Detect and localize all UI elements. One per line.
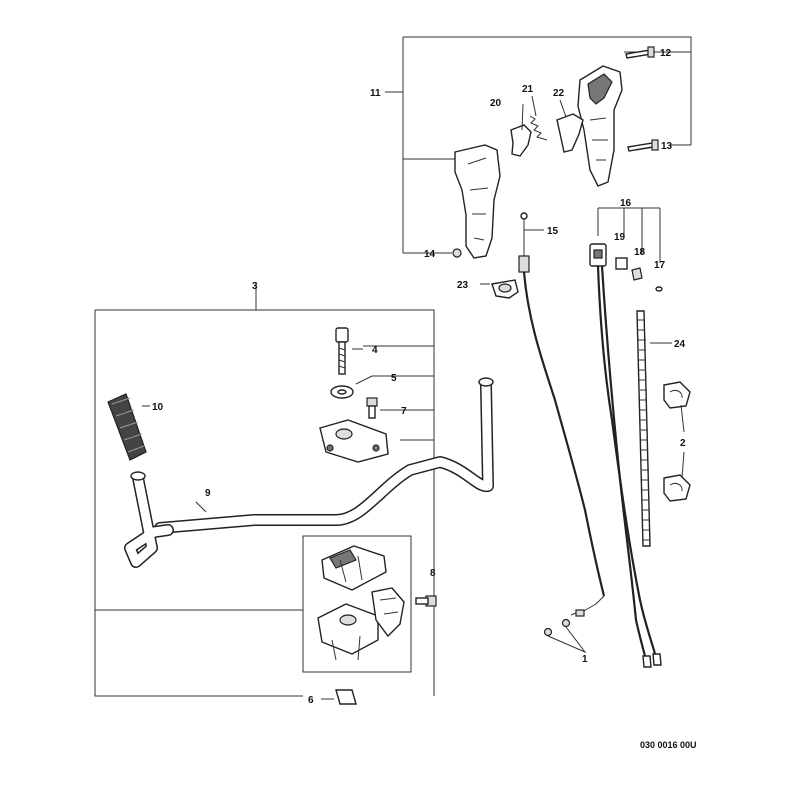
callout-19: 19 [614,232,626,243]
callout-4: 4 [372,345,378,356]
nut-pair-1 [543,618,587,654]
callout-15: 15 [547,226,559,237]
screw-7 [366,397,383,419]
callout-12: 12 [660,48,672,59]
diagram-code: 030 0016 00U [640,740,697,750]
callout-21: 21 [522,84,534,95]
nut-14 [452,248,462,258]
handlebar-9 [124,377,494,568]
handle-left-half [454,144,501,259]
clip-23 [480,279,519,299]
handlebar-assembly-group [94,282,435,697]
screw-13 [627,139,659,152]
conduit-24 [636,310,672,547]
callout-3: 3 [252,281,258,292]
throttle-cable-15 [518,212,606,617]
callout-13: 13 [661,141,673,152]
grip-10 [107,393,150,461]
callout-11: 11 [370,88,381,99]
callout-16: 16 [620,198,632,209]
washer-5 [330,375,373,399]
callout-1: 1 [582,654,588,665]
screw-12 [625,46,655,59]
bolt-8 [415,595,437,607]
washer-19 [615,257,628,270]
handle-assembly-group [385,36,692,259]
clamp-lower [317,545,405,661]
lever-22 [556,113,584,153]
callout-8: 8 [430,568,436,579]
callout-labels: 1 2 3 4 5 6 7 8 9 10 11 12 13 14 15 16 1… [152,48,697,750]
callout-20: 20 [490,98,502,109]
callout-10: 10 [152,402,164,413]
callout-5: 5 [391,373,397,384]
callout-22: 22 [553,88,565,99]
trigger-20 [510,124,532,157]
callout-18: 18 [634,247,646,258]
clamp-upper [319,419,389,463]
screw-17 [655,286,663,292]
switch-wire-group [589,207,663,668]
callout-9: 9 [205,488,211,499]
clips-2 [663,381,691,502]
callout-6: 6 [308,695,314,706]
callout-24: 24 [674,339,686,350]
bolt-4 [335,327,363,375]
nut-18 [631,267,643,281]
callout-23: 23 [457,280,469,291]
spring-21 [529,115,548,141]
callout-17: 17 [654,260,666,271]
handle-right-half [577,65,623,187]
callout-2: 2 [680,438,686,449]
nut-6 [321,689,357,705]
callout-7: 7 [401,406,407,417]
callout-14: 14 [424,249,436,260]
